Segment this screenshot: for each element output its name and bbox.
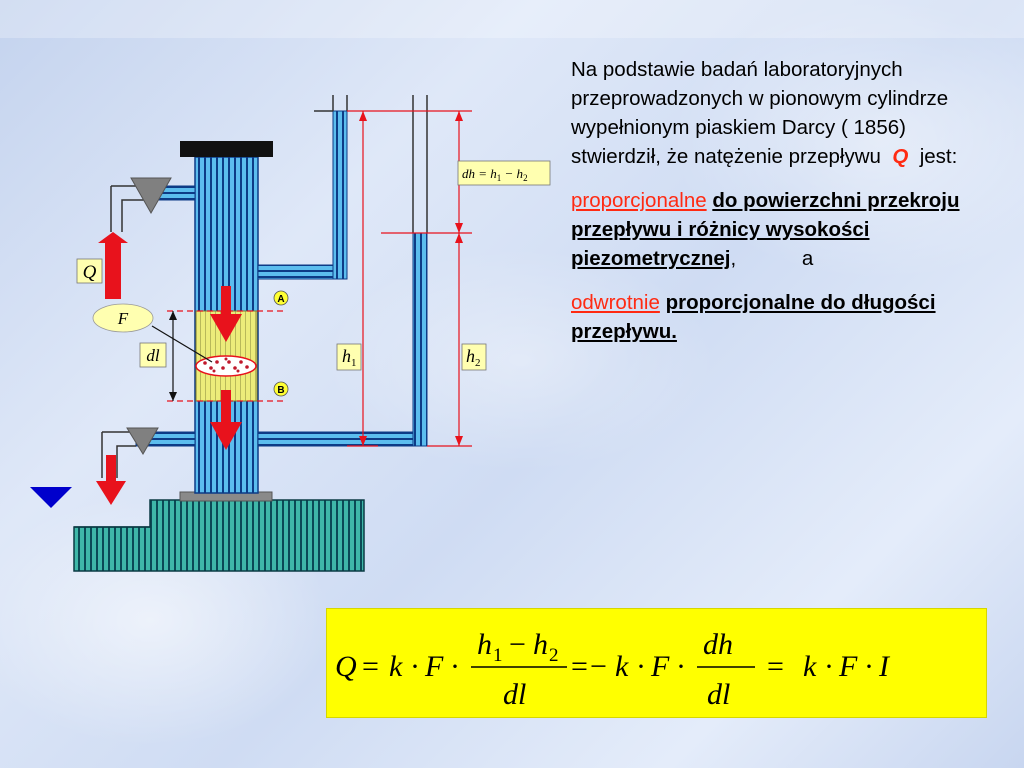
q-symbol: Q [892,145,909,168]
label-dh-mid: − h [501,166,523,181]
formula-k-1: k [389,650,403,683]
piezometer-tube-1 [257,95,348,280]
formula-dot-4: · [676,650,686,683]
marker-b-text: B [277,385,284,396]
label-h1-sub: 1 [351,357,357,369]
upper-valve-icon [130,177,172,215]
formula-den-dl-2: dl [707,678,730,711]
label-f-text: F [117,309,129,328]
cylinder-cap [180,141,273,157]
formula-dot-2: · [450,650,460,683]
dimension-arrowheads [359,111,463,446]
formula-dot-6: · [864,650,874,683]
piezometer-tube-2 [257,95,428,447]
upper-outlet-line [121,199,150,232]
formula-num-sub2: 2 [549,645,559,666]
label-h2-sub: 2 [475,357,481,369]
marker-a: A [273,290,289,306]
paragraph-inverse: odwrotnie proporcjonalne do długości prz… [571,288,1001,346]
label-dh-sub2: 2 [523,173,528,183]
darcy-formula-box: Q = k · F · h 1 − h 2 dl = − k · F · dh … [326,608,987,718]
formula-f-2: F [650,650,670,683]
paragraph-intro: Na podstawie badań laboratoryjnych przep… [571,55,1001,171]
formula-k-2: k [615,650,629,683]
formula-eq-1: = [362,650,379,683]
label-dh-main: dh = h [462,166,497,181]
intro-text: Na podstawie badań laboratoryjnych przep… [571,58,949,168]
cross-section-ellipse [195,355,257,377]
formula-num-h2: h [533,628,548,661]
formula-num-h1: h [477,628,492,661]
formula-k-3: k [803,650,817,683]
lower-outlet-line [116,445,136,478]
label-q-text: Q [83,262,97,283]
formula-f-1: F [424,650,444,683]
water-level-marker-icon [30,487,72,508]
label-dh-text: dh = h1 − h2 [462,166,528,183]
description-text: Na podstawie badań laboratoryjnych przep… [571,55,1001,361]
dl-dimension [169,311,177,401]
reservoir-tank [73,499,365,572]
label-h2-text: h [466,346,475,366]
formula-num-dh: dh [703,628,733,661]
f-pointer-line [151,325,213,363]
dimension-lines [347,110,472,447]
label-dh: dh = h1 − h2 [457,160,551,186]
proportional-text: do powierzchni przekroju przepływu i róż… [571,189,960,270]
formula-i: I [878,650,891,683]
formula-eq-2: = [571,650,588,683]
proportional-comma: , [730,247,737,270]
label-h1: h 1 [336,343,362,371]
conjunction-a: a [801,247,814,270]
formula-dot-5: · [824,650,834,683]
formula-dot-1: · [410,650,420,683]
intro-end: jest: [919,145,958,168]
label-dl-text: dl [146,346,160,365]
formula-eq-3: = [767,650,784,683]
label-h2: h 2 [461,343,487,371]
flow-arrow-down-above-sample-icon [210,286,242,342]
flow-arrow-down-below-sample-icon [210,390,242,450]
formula-num-sub1: 1 [493,645,503,666]
label-dl: dl [139,342,167,368]
formula-f-3: F [838,650,858,683]
flow-arrow-q-up-icon [98,232,128,299]
flow-arrow-outlet-down-icon [96,455,126,505]
formula-dot-3: · [636,650,646,683]
background-top-band [0,0,1024,38]
paragraph-proportional: proporcjonalne do powierzchni przekroju … [571,186,1001,273]
formula-q: Q [335,650,357,683]
proportional-word: proporcjonalne [571,189,707,212]
inverse-word: odwrotnie [571,291,660,314]
darcy-formula: Q = k · F · h 1 − h 2 dl = − k · F · dh … [335,628,891,711]
marker-b: B [273,381,289,397]
formula-minus: − [590,650,607,683]
lower-valve-icon [126,427,159,455]
formula-num-minus: − [509,628,526,661]
formula-den-dl-1: dl [503,678,526,711]
label-q: Q [76,258,103,284]
label-f: F [92,303,154,333]
label-h1-text: h [342,346,351,366]
marker-a-text: A [277,294,284,305]
inverse-text: proporcjonalne do długości przepływu. [571,291,936,343]
label-dh-sub1: 1 [497,173,502,183]
